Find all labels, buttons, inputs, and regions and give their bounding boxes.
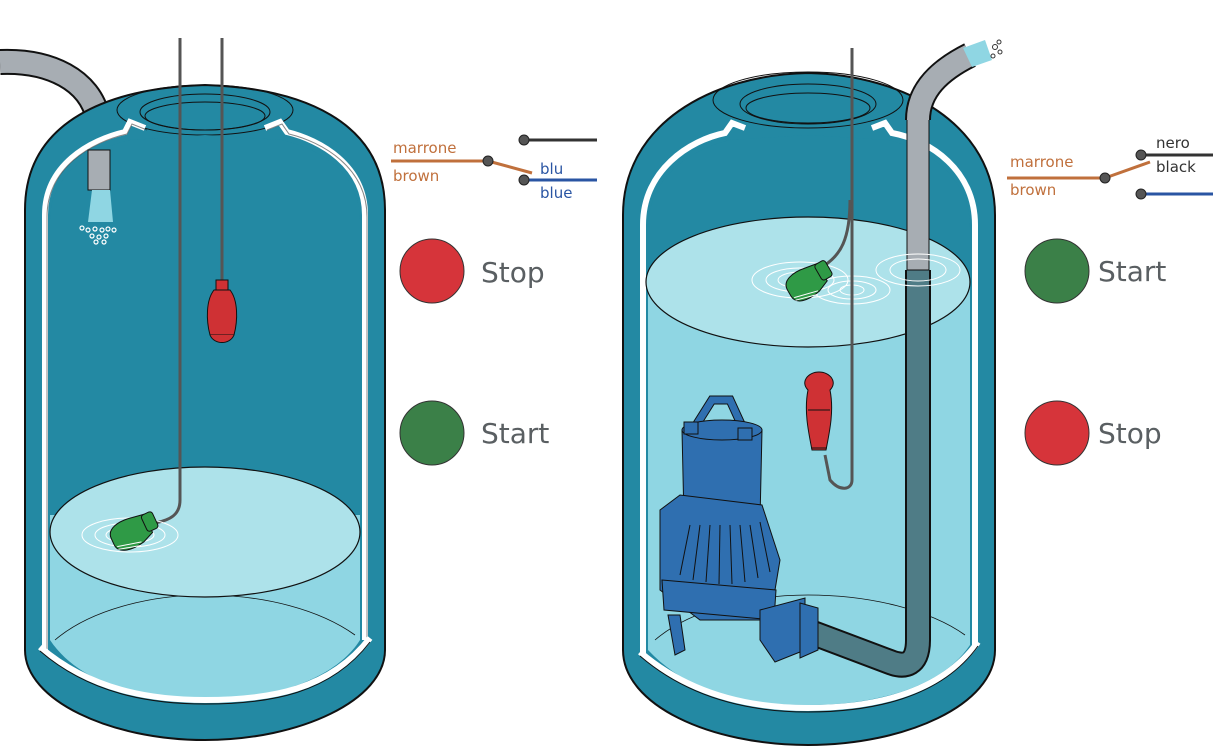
switch-lever [1104, 160, 1151, 180]
water-spray [88, 190, 113, 222]
discharge-pipe [906, 109, 930, 271]
switch-pivot [482, 155, 494, 167]
switched-wire-label-it: blu [540, 160, 563, 178]
green-float-cable [824, 199, 852, 267]
red-float [804, 371, 834, 451]
indicator-label: Stop [481, 256, 545, 289]
switched-wire-label-en: black [1156, 158, 1196, 176]
indicator-label: Start [481, 417, 549, 450]
left-wiring-diagram: marrone brown blu blue [391, 134, 597, 202]
right-tank [622, 39, 1003, 747]
switched-wire-label-it: nero [1156, 134, 1190, 152]
indicator-stop [1024, 400, 1090, 466]
tank-liner [640, 119, 978, 655]
green-float [109, 511, 159, 551]
indicator-start [1024, 238, 1090, 304]
green-float [785, 260, 833, 302]
contact-black [1135, 149, 1147, 161]
indicator-label: Start [1098, 255, 1166, 288]
water-droplets [79, 225, 117, 245]
switch-lever [487, 159, 533, 175]
water-surface [49, 466, 361, 598]
contact-blue [518, 174, 530, 186]
float-cable [823, 48, 854, 490]
left-indicators: Stop Start [399, 238, 549, 466]
contact-blue [1135, 188, 1147, 200]
red-float [206, 279, 238, 343]
contact-black [518, 134, 530, 146]
common-wire-label-en: brown [1010, 181, 1056, 199]
indicator-stop [399, 238, 465, 304]
water-outflow [963, 40, 992, 67]
right-indicators: Start Stop [1024, 238, 1166, 466]
right-wiring-diagram: marrone brown nero black [1007, 134, 1213, 200]
common-wire-label-it: marrone [393, 139, 456, 157]
switched-wire-label-en: blue [540, 184, 572, 202]
switch-pivot [1099, 172, 1111, 184]
indicator-start [399, 400, 465, 466]
common-wire-label-en: brown [393, 167, 439, 185]
common-wire-label-it: marrone [1010, 153, 1073, 171]
indicator-label: Stop [1098, 417, 1162, 450]
left-tank [0, 38, 386, 742]
submersible-pump [659, 395, 819, 663]
